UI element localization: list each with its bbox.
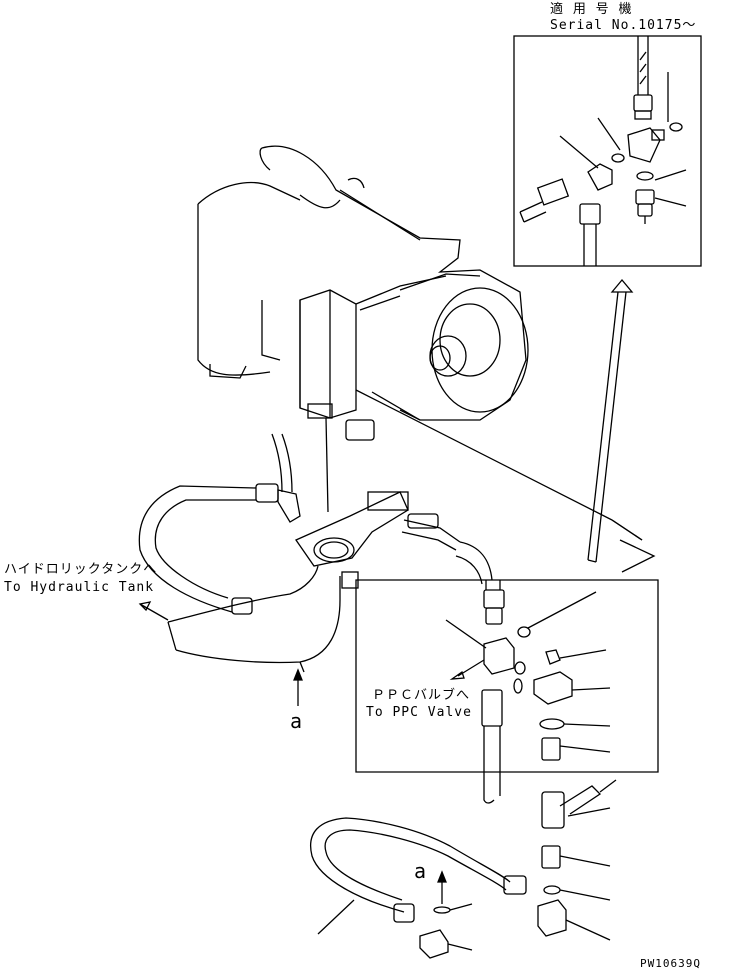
serial-detail-frame (513, 35, 702, 267)
view-a-label-upper: a (290, 709, 303, 733)
hydraulic-tank-label-jp: ハイドロリックタンクへ (4, 562, 158, 577)
lower-detail-parts (445, 580, 611, 772)
serial-number-label: Serial No.10175～ (550, 18, 697, 33)
applicable-models-label: 適 用 号 機 (550, 2, 633, 17)
pump-assembly (197, 145, 643, 541)
view-a-arrow-upper (293, 668, 303, 706)
hydraulic-tank-label-en: To Hydraulic Tank (4, 580, 155, 595)
lower-detail-frame (355, 579, 659, 773)
leader-line (325, 417, 329, 513)
ppc-valve-label-en: To PPC Valve (366, 705, 472, 720)
reference-arrow (587, 278, 634, 563)
serial-detail-parts (519, 36, 687, 266)
ppc-valve-label-jp: ＰＰＣバルブへ (372, 688, 471, 703)
return-hose-loop (138, 433, 493, 615)
arrow-to-ppc (449, 659, 485, 680)
view-a-label-lower: a (414, 859, 427, 883)
drawing-number: PW10639Q (640, 957, 701, 970)
bottom-parts (310, 772, 617, 959)
view-a-arrow-lower (437, 870, 447, 904)
arrow-to-tank (138, 601, 169, 621)
